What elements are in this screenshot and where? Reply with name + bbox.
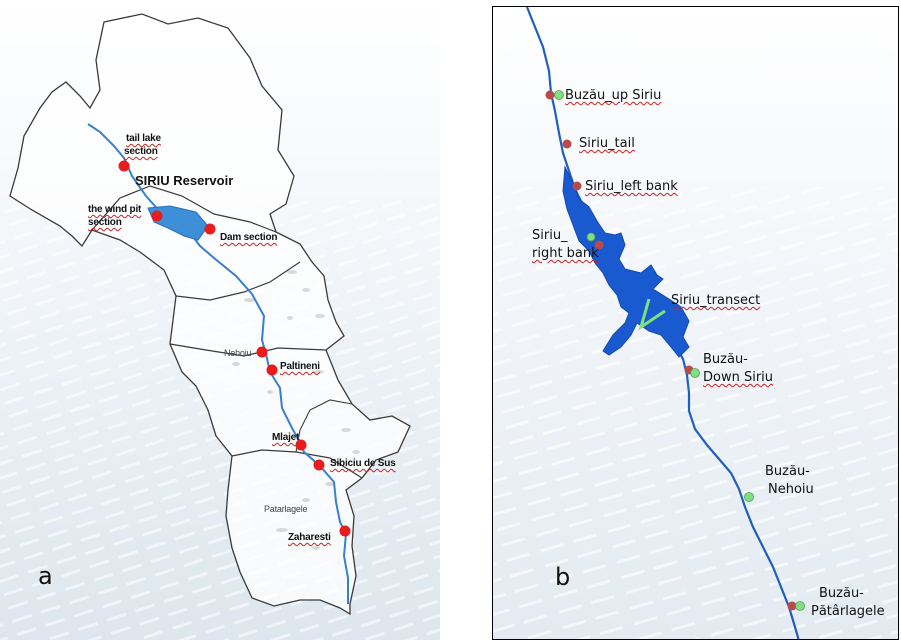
panel-a-svg bbox=[0, 0, 440, 640]
label-wind-pit-1: the wind pit bbox=[88, 204, 142, 215]
panel-b-svg bbox=[493, 7, 898, 639]
label-siriu-right-bank-2-text: right bank bbox=[532, 246, 599, 261]
marker-dam-section[interactable] bbox=[204, 223, 216, 235]
station-markers-b bbox=[545, 90, 805, 611]
label-buzau-nehoiu-2: Nehoiu bbox=[768, 482, 814, 497]
marker-right-bank-red[interactable] bbox=[594, 240, 604, 250]
marker-up-siriu-green[interactable] bbox=[554, 90, 564, 100]
marker-down-siriu-green[interactable] bbox=[690, 368, 700, 378]
reservoir-shape bbox=[147, 205, 209, 241]
reservoir-shape-b bbox=[562, 165, 690, 358]
transect-line[interactable] bbox=[638, 298, 666, 331]
panel-b-map: Buzău_up Siriu Siriu_tail Siriu_left ban… bbox=[492, 6, 899, 640]
marker-tail-lake[interactable] bbox=[118, 160, 130, 172]
panel-letter-a: a bbox=[38, 562, 53, 590]
marker-mlajet[interactable] bbox=[295, 439, 307, 451]
label-siriu-tail: Siriu_tail bbox=[579, 135, 635, 152]
marker-siriu-tail[interactable] bbox=[562, 139, 572, 149]
label-buzau-patarlagele-2: Pătârlagele bbox=[811, 604, 885, 619]
label-siriu-tail-text: Siriu_tail bbox=[579, 136, 635, 151]
subbasin-line-3 bbox=[169, 343, 327, 357]
label-tail-lake-2: section bbox=[124, 146, 158, 157]
label-buzau-patarlagele-1: Buzău- bbox=[819, 586, 864, 601]
panel-letter-b: b bbox=[555, 563, 571, 591]
subbasin-line-5 bbox=[295, 399, 353, 453]
label-buzau-up-siriu: Buzău_up Siriu bbox=[565, 87, 661, 104]
panel-a-map: tail lake section SIRIU Reservoir the wi… bbox=[0, 0, 440, 640]
label-siriu-right-bank-1: Siriu_ bbox=[532, 228, 568, 243]
marker-paltineni[interactable] bbox=[266, 364, 278, 376]
marker-nehoiu[interactable] bbox=[256, 346, 268, 358]
marker-siriu-left-bank[interactable] bbox=[572, 181, 582, 191]
marker-wind-pit[interactable] bbox=[151, 210, 163, 222]
label-wind-pit-2: section bbox=[88, 217, 122, 228]
label-siriu-reservoir: SIRIU Reservoir bbox=[135, 173, 234, 188]
label-buzau-down-siriu-1: Buzău- bbox=[703, 352, 748, 367]
marker-nehoiu-green[interactable] bbox=[744, 492, 754, 502]
label-siriu-left-bank-text: Siriu_left bank bbox=[585, 179, 678, 194]
label-paltineni: Paltineni bbox=[280, 361, 320, 372]
marker-patarlagele-green[interactable] bbox=[795, 601, 805, 611]
marker-sibiciu[interactable] bbox=[313, 459, 325, 471]
label-patarlagele: Patarlagele bbox=[264, 504, 308, 514]
label-buzau-down-siriu-2-text: Down Siriu bbox=[703, 370, 774, 385]
label-mlajet: Mlajet bbox=[272, 432, 300, 443]
terrain-specks bbox=[232, 270, 360, 550]
label-buzau-nehoiu-1: Buzău- bbox=[765, 464, 810, 479]
subbasin-line-1 bbox=[91, 185, 277, 233]
subbasin-line-2 bbox=[175, 261, 301, 301]
label-dam-section: Dam section bbox=[220, 232, 278, 243]
station-markers bbox=[118, 160, 351, 537]
marker-right-bank-green[interactable] bbox=[586, 232, 596, 242]
label-buzau-down-siriu-2: Down Siriu bbox=[703, 369, 773, 386]
catchment-boundary bbox=[9, 13, 411, 616]
label-siriu-right-bank-2: right bank bbox=[532, 245, 599, 262]
label-sibiciu: Sibiciu de Sus bbox=[330, 458, 396, 469]
label-buzau-up-siriu-text: Buzău_up Siriu bbox=[565, 88, 662, 103]
marker-patarlagele-red[interactable] bbox=[787, 601, 797, 611]
marker-zaharesti[interactable] bbox=[339, 525, 351, 537]
label-tail-lake-1: tail lake bbox=[126, 133, 161, 144]
label-zaharesti: Zaharesti bbox=[288, 532, 331, 543]
marker-up-siriu-red[interactable] bbox=[545, 90, 555, 100]
label-nehoiu: Nehoiu bbox=[224, 348, 252, 358]
label-siriu-transect: Siriu_transect bbox=[671, 292, 760, 309]
label-siriu-left-bank: Siriu_left bank bbox=[585, 178, 678, 195]
panel-b-texture bbox=[493, 187, 898, 639]
label-siriu-transect-text: Siriu_transect bbox=[671, 293, 761, 308]
